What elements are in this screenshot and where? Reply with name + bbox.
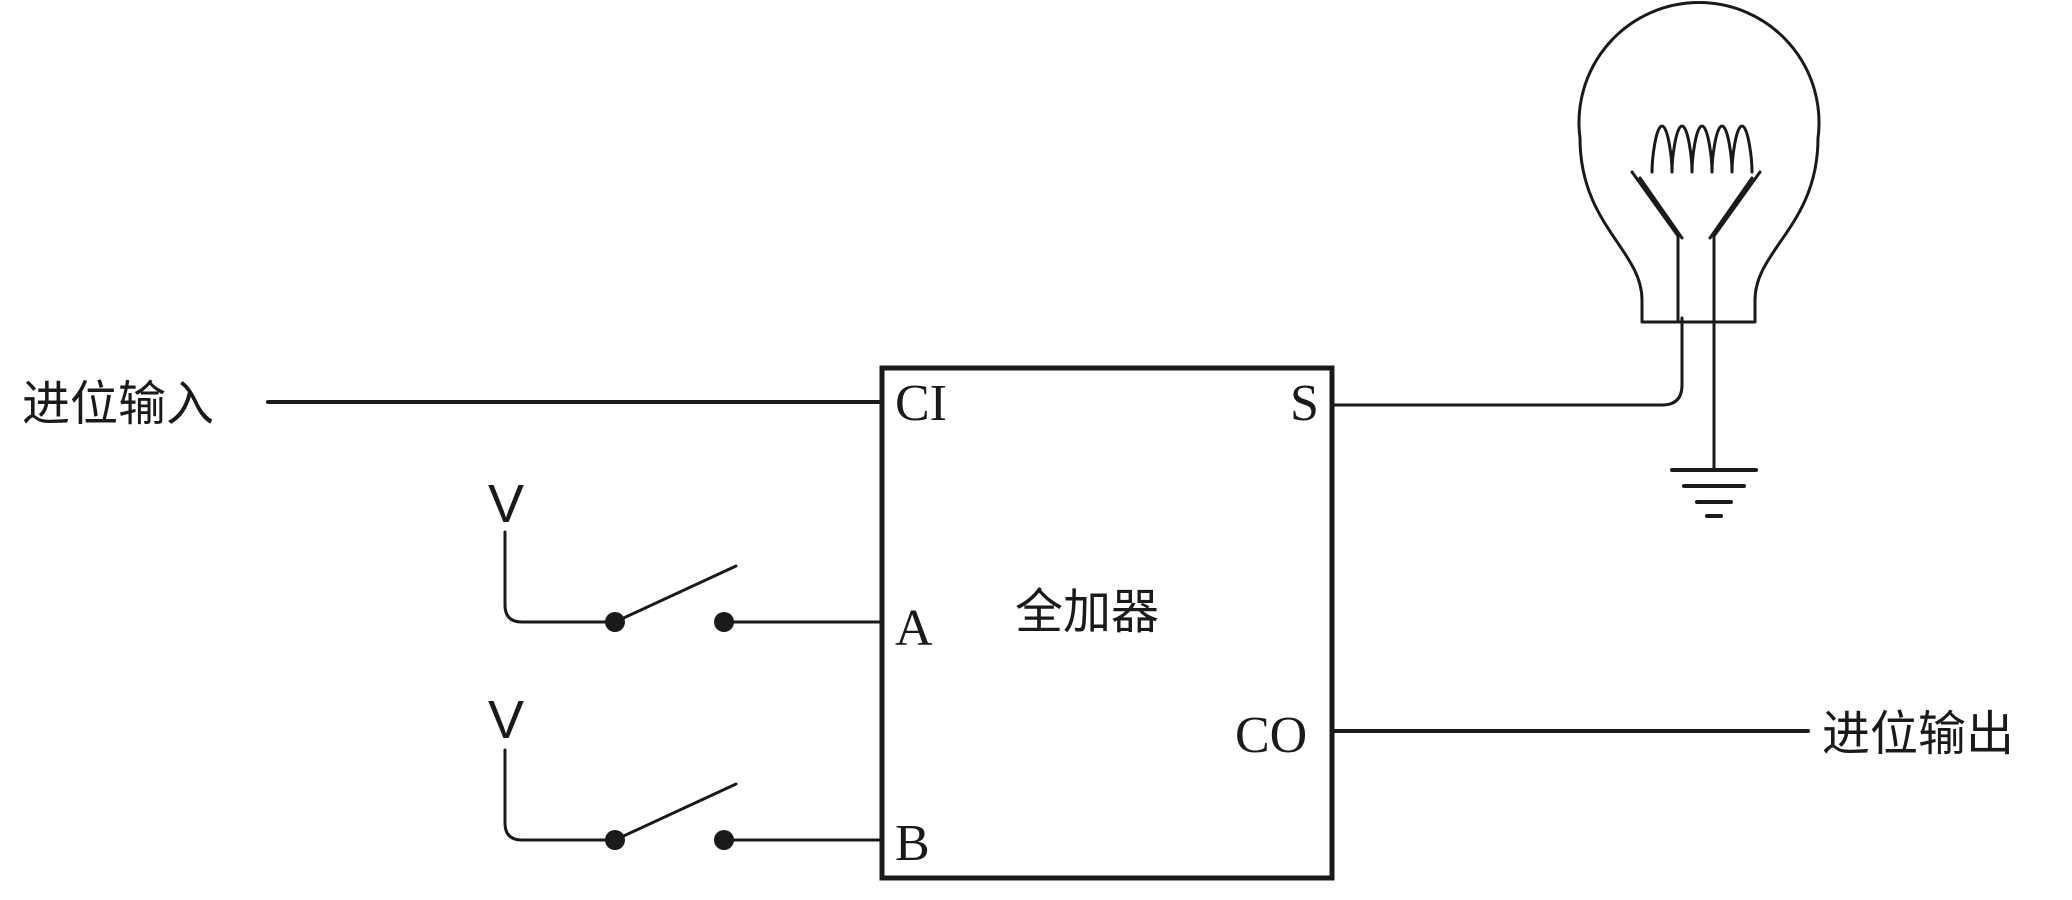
port-b-label: B (895, 815, 930, 872)
port-a-label: A (895, 600, 933, 657)
sum-output-wire (1330, 316, 1684, 407)
switch-b-supply-wire (503, 748, 617, 842)
port-co-label: CO (1235, 707, 1307, 764)
switch-a-lever[interactable] (613, 564, 738, 624)
bulb-glass (1577, 1, 1821, 324)
switch-b-lever[interactable] (613, 782, 738, 842)
adder-name-label: 全加器 (1015, 584, 1159, 640)
switch-a-supply-wire (503, 530, 617, 624)
carry-in-label: 进位输入 (22, 376, 214, 432)
switch-a[interactable] (503, 530, 884, 632)
port-s-label: S (1290, 375, 1319, 432)
filament-lead-right (1708, 176, 1754, 240)
filament-lead-left (1638, 176, 1684, 240)
carry-out-label: 进位输出 (1822, 706, 2014, 762)
port-ci-label: CI (895, 375, 947, 432)
full-adder-box (879, 365, 1335, 881)
voltage-b-label: V (488, 690, 524, 750)
voltage-a-label: V (488, 474, 524, 534)
filament-support-left (1630, 170, 1680, 324)
filament-support-right (1712, 170, 1762, 324)
filament-coil (1650, 124, 1754, 174)
light-bulb-icon (1577, 1, 1821, 324)
ground-icon (1670, 320, 1758, 518)
switch-b[interactable] (503, 748, 884, 850)
